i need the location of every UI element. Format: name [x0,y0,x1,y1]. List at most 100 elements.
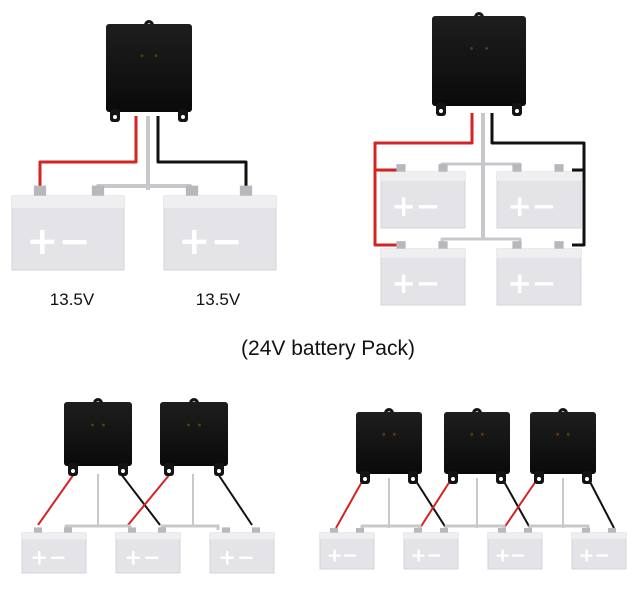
batteries-two: +−+− [11,185,277,271]
battery-lid [404,533,458,539]
battery-minus-symbol: − [211,219,243,263]
wire-positive [127,473,171,526]
wire-negative [501,477,531,529]
battery-body [115,532,181,574]
battery-balancer-module-icon [160,398,228,476]
wire-positive [419,477,453,529]
battery-plus-symbol: + [26,219,58,263]
battery-lid [320,533,374,539]
battery-minus-symbol: − [237,546,255,570]
wire-negative [120,473,161,526]
config-three-batteries: +−+−+− [21,398,275,574]
config-24v-pack: +−+−+−+− [373,12,586,306]
wire-negative [413,477,447,529]
battery-minus-symbol: − [594,545,610,567]
battery-balancer-module-icon [356,408,422,484]
battery-balancer-module-icon [64,398,132,476]
battery-terminal-negative [440,527,448,534]
battery-terminal-negative [356,527,364,534]
battery-terminal-positive [512,241,522,250]
battery-1: +− [380,164,466,229]
battery-body [496,248,582,306]
wire-series-link [444,524,506,530]
battery-terminal-positive [33,185,47,197]
battery-plus-symbol: + [508,266,532,300]
battery-terminal-positive [582,527,590,534]
balancer-modules-24v-pack [432,12,526,116]
battery-terminal-negative [524,527,532,534]
wiring-two-batteries [38,116,248,190]
battery-lid [497,172,581,181]
wire-positive [373,113,474,247]
battery-minus-symbol: − [426,545,442,567]
battery-plus-symbol: + [124,546,142,570]
battery-body [403,532,459,570]
battery-plus-symbol: + [579,545,595,567]
battery-plus-symbol: + [30,546,48,570]
battery-terminal-positive [34,527,42,534]
battery-body [11,195,125,271]
battery-balancer-module-icon [444,408,510,484]
battery-4: +− [571,527,627,570]
battery-terminal-negative [438,241,448,250]
battery-lid [381,172,465,181]
battery-terminal-negative [252,527,260,534]
wire-negative [217,473,253,526]
batteries-four: +−+−+−+− [319,527,627,570]
battery-lid [497,249,581,258]
wire-series-link [528,524,590,530]
battery-plus-symbol: + [218,546,236,570]
battery-1: +− [319,527,375,570]
battery-balancer-module-icon [106,20,192,122]
batteries-three: +−+−+− [21,527,275,574]
battery-plus-symbol: + [392,189,416,223]
wire-positive [335,477,365,529]
battery-3: +− [209,527,275,574]
battery-terminal-positive [498,527,506,534]
battery-terminal-positive [222,527,230,534]
battery-terminal-negative [158,527,166,534]
battery-3: +− [487,527,543,570]
wire-series-link [64,524,132,530]
battery-lid [22,533,86,540]
balancer-modules-four-batteries [356,408,596,484]
wire-positive [38,116,138,190]
battery-plus-symbol: + [327,545,343,567]
battery-1: +− [21,527,87,574]
battery-body [380,171,466,229]
wire-series-link [360,524,422,530]
battery-body [319,532,375,570]
battery-terminal-negative [438,164,448,173]
battery-terminal-positive [414,527,422,534]
battery-terminal-negative [608,527,616,534]
battery-2: +− [115,527,181,574]
wire-series-link-lower [440,237,522,245]
battery-terminal-positive [396,164,406,173]
wire-negative [587,477,615,529]
battery-terminal-negative [554,164,564,173]
battery-plus-symbol: + [495,545,511,567]
battery-lid [210,533,274,540]
config-two-batteries: +−+− 13.5V 13.5V [11,20,277,309]
battery-lid [572,533,626,539]
battery-terminal-positive [128,527,136,534]
battery-plus-symbol: + [411,545,427,567]
battery-plus-symbol: + [392,266,416,300]
voltage-label-left: 13.5V [50,290,95,309]
battery-minus-symbol: − [416,266,440,300]
voltage-label-right: 13.5V [196,290,241,309]
wire-positive [503,477,539,529]
battery-minus-symbol: − [510,545,526,567]
battery-minus-symbol: − [532,266,556,300]
battery-lid [164,196,276,208]
battery-lid [116,533,180,540]
battery-terminal-negative [64,527,72,534]
battery-4: +− [496,241,582,306]
battery-minus-symbol: − [532,189,556,223]
pack-caption: (24V battery Pack) [241,337,415,360]
battery-plus-symbol: + [178,219,210,263]
battery-minus-symbol: − [143,546,161,570]
battery-minus-symbol: − [342,545,358,567]
battery-1: +− [11,185,125,271]
